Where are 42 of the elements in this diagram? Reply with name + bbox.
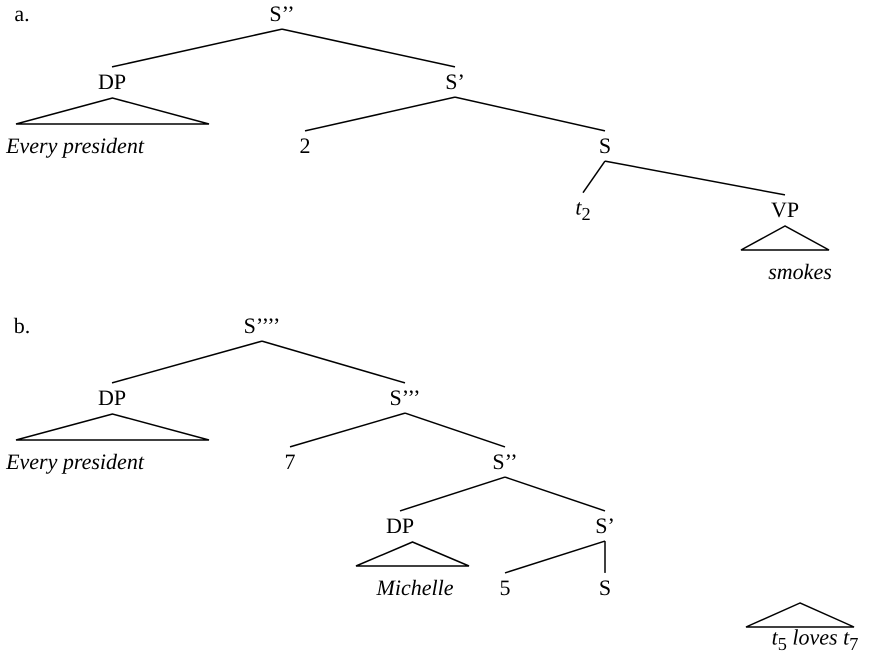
tree-node-label: DP — [386, 514, 414, 538]
tree-node-label: Every president — [6, 134, 144, 158]
tree-node-label: VP — [770, 198, 800, 222]
tree-node-label: S’’’ — [390, 386, 420, 410]
tree-node-label: t$_{2}$ — [575, 196, 591, 224]
branch-line — [604, 160, 786, 196]
branch-line — [112, 340, 262, 384]
branch-line — [112, 28, 282, 68]
tree-node-label: Every president — [6, 450, 144, 474]
tree-node-label: S’ — [595, 514, 615, 538]
branch-line — [504, 540, 606, 574]
branch-line — [404, 412, 506, 448]
branch-line — [290, 412, 406, 448]
triangle-shape — [15, 413, 210, 441]
branch-line — [282, 28, 456, 68]
tree-node-label: smokes — [768, 260, 832, 284]
triangle-shape — [740, 225, 830, 251]
tree-node-label: 7 — [284, 450, 296, 474]
tree-node-label: t$_{5}$ loves t$_{7}$ — [772, 626, 858, 654]
branch-line — [400, 476, 506, 512]
branch-line — [304, 96, 456, 132]
tree-node-label: DP — [98, 70, 126, 94]
example-letter: a. — [14, 2, 30, 26]
tree-node-label: 2 — [300, 134, 310, 158]
tree-node-label: S’ — [445, 70, 465, 94]
tree-node-label: S’’ — [492, 450, 518, 474]
example-letter: b. — [14, 314, 30, 338]
branch-line — [582, 160, 606, 194]
tree-node-label: Michelle — [376, 576, 454, 600]
tree-node-label: 5 — [500, 576, 510, 600]
tree-node-label: S’’ — [269, 2, 295, 26]
triangle-shape — [745, 602, 855, 628]
tree-node-label: S’’’’ — [244, 314, 280, 338]
tree-node-label: DP — [98, 386, 126, 410]
triangle-shape — [15, 97, 210, 125]
branch-line — [262, 340, 406, 384]
branch-line — [504, 476, 606, 512]
branch-line — [604, 541, 606, 573]
tree-node-label: S — [598, 134, 612, 158]
branch-line — [454, 96, 606, 132]
tree-node-label: S — [598, 576, 612, 600]
triangle-shape — [355, 541, 470, 567]
